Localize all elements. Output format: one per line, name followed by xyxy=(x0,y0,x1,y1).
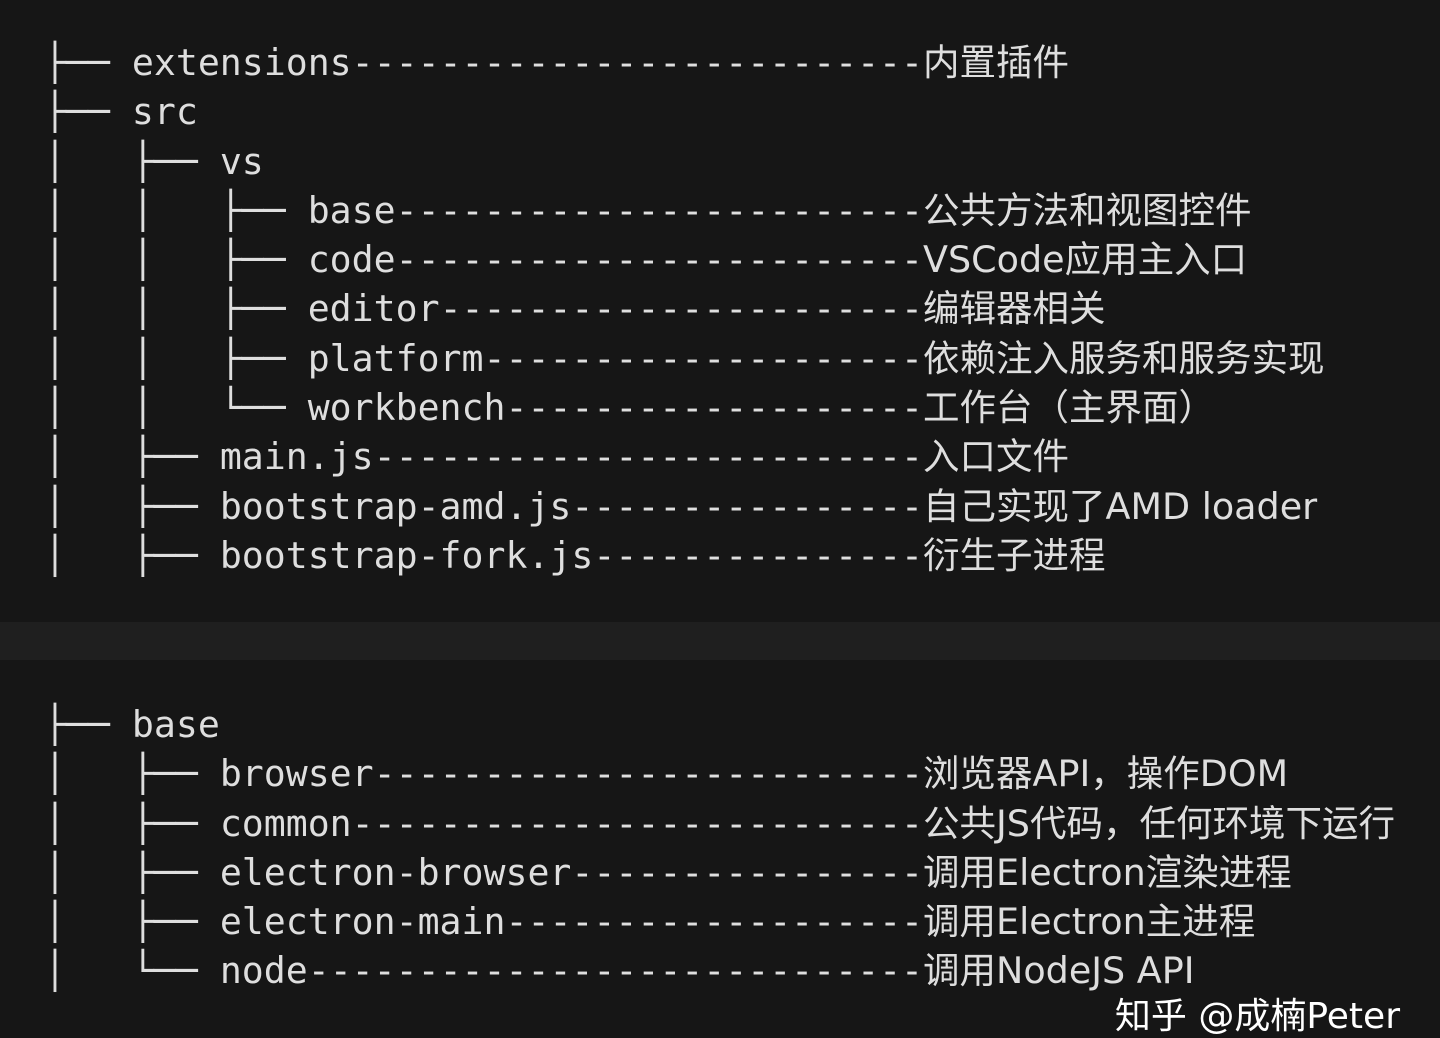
leader-dashes: ------------------------- xyxy=(373,435,924,479)
tree-entry-description: 调用Electron渲染进程 xyxy=(923,850,1292,894)
tree-row: ├── extensions--------------------------… xyxy=(44,38,1325,87)
tree-entry-name: extensions xyxy=(131,41,352,84)
tree-entry-description: 调用NodeJS API xyxy=(923,949,1195,993)
leader-dashes: -------------------------- xyxy=(351,801,924,845)
tree-entry-description: VSCode应用主入口 xyxy=(923,238,1248,282)
tree-branch: │ ├── xyxy=(44,435,220,479)
tree-entry-name: bootstrap-amd.js xyxy=(219,484,572,528)
leader-dashes: ------------------- xyxy=(505,386,924,430)
tree-branch: │ ├── xyxy=(44,533,220,577)
tree-row: │ │ ├── base------------------------公共方法… xyxy=(44,186,1325,235)
tree-entry-description: 依赖注入服务和服务实现 xyxy=(923,336,1325,380)
code-block-src-tree: ├── extensions--------------------------… xyxy=(44,38,1325,580)
tree-entry-name: base xyxy=(131,703,220,746)
leader-dashes: ------------------------ xyxy=(395,238,924,282)
leader-dashes: ---------------- xyxy=(571,850,924,894)
tree-entry-description: 入口文件 xyxy=(923,435,1070,479)
leader-dashes: ---------------------- xyxy=(439,287,924,331)
tree-row: ├── base xyxy=(44,700,1395,749)
leader-dashes: ---------------- xyxy=(571,484,924,528)
tree-branch: │ └── xyxy=(44,949,220,993)
tree-branch: │ │ ├── xyxy=(44,287,308,331)
watermark: 知乎 @成楠Peter xyxy=(1114,996,1400,1037)
tree-entry-name: workbench xyxy=(307,386,506,430)
tree-entry-name: platform xyxy=(307,336,484,380)
tree-row: │ │ ├── code------------------------VSCo… xyxy=(44,235,1325,284)
tree-row: │ ├── electron-main-------------------调用… xyxy=(44,897,1395,946)
tree-branch: │ │ ├── xyxy=(44,188,308,232)
block-divider xyxy=(0,622,1440,660)
tree-row: │ │ ├── platform--------------------依赖注入… xyxy=(44,334,1325,383)
leader-dashes: -------------------- xyxy=(483,336,924,380)
leader-dashes: ---------------------------- xyxy=(307,949,924,993)
leader-dashes: ------------------------- xyxy=(373,752,924,796)
tree-row: ├── src xyxy=(44,87,1325,136)
tree-entry-description: 工作台（主界面） xyxy=(923,386,1216,430)
tree-branch: │ ├── xyxy=(44,801,220,845)
tree-lines: ├── base│ ├── browser-------------------… xyxy=(44,700,1395,996)
code-block-base-tree: ├── base│ ├── browser-------------------… xyxy=(0,660,1440,1038)
tree-branch: │ ├── xyxy=(44,850,220,894)
tree-entry-name: base xyxy=(307,188,396,232)
tree-entry-name: common xyxy=(219,801,352,845)
tree-entry-name: editor xyxy=(307,287,440,331)
tree-branch: │ ├── xyxy=(44,900,220,944)
tree-row: │ │ ├── editor----------------------编辑器相… xyxy=(44,284,1325,333)
tree-entry-description: 自己实现了AMD loader xyxy=(923,484,1318,528)
tree-entry-name: node xyxy=(219,949,308,993)
tree-branch: ├── xyxy=(44,41,132,84)
tree-entry-description: 公共JS代码，任何环境下运行 xyxy=(923,801,1395,845)
tree-entry-description: 浏览器API，操作DOM xyxy=(923,752,1289,796)
tree-branch: │ ├── xyxy=(44,752,220,796)
tree-entry-description: 调用Electron主进程 xyxy=(923,900,1256,944)
tree-entry-name: vs xyxy=(219,139,264,183)
tree-branch: │ │ ├── xyxy=(44,238,308,282)
tree-entry-name: electron-browser xyxy=(219,850,572,894)
leader-dashes: -------------------------- xyxy=(351,41,924,84)
tree-entry-name: browser xyxy=(219,752,374,796)
tree-entry-name: bootstrap-fork.js xyxy=(219,533,594,577)
leader-dashes: --------------- xyxy=(593,533,924,577)
tree-row: │ ├── vs xyxy=(44,137,1325,186)
tree-branch: ├── xyxy=(44,703,132,746)
tree-entry-name: main.js xyxy=(219,435,374,479)
leader-dashes: ------------------- xyxy=(505,900,924,944)
tree-entry-name: electron-main xyxy=(219,900,506,944)
tree-entry-name: code xyxy=(307,238,396,282)
tree-row: │ ├── bootstrap-amd.js----------------自己… xyxy=(44,482,1325,531)
tree-branch: │ │ ├── xyxy=(44,336,308,380)
tree-entry-description: 编辑器相关 xyxy=(923,287,1106,331)
tree-row: │ ├── main.js-------------------------入口… xyxy=(44,432,1325,481)
tree-branch: │ ├── xyxy=(44,139,220,183)
tree-entry-name: src xyxy=(131,90,198,134)
tree-entry-description: 公共方法和视图控件 xyxy=(923,188,1252,232)
tree-row: │ └── node----------------------------调用… xyxy=(44,946,1395,995)
tree-entry-description: 内置插件 xyxy=(923,41,1070,84)
tree-row: │ │ └── workbench-------------------工作台（… xyxy=(44,383,1325,432)
tree-row: │ ├── common--------------------------公共… xyxy=(44,799,1395,848)
tree-row: │ ├── browser-------------------------浏览… xyxy=(44,749,1395,798)
tree-branch: ├── xyxy=(44,90,132,134)
leader-dashes: ------------------------ xyxy=(395,188,924,232)
tree-entry-description: 衍生子进程 xyxy=(923,533,1106,577)
tree-row: │ ├── bootstrap-fork.js---------------衍生… xyxy=(44,531,1325,580)
tree-lines: ├── extensions--------------------------… xyxy=(44,38,1325,580)
tree-branch: │ │ └── xyxy=(44,386,308,430)
tree-row: │ ├── electron-browser----------------调用… xyxy=(44,848,1395,897)
tree-branch: │ ├── xyxy=(44,484,220,528)
